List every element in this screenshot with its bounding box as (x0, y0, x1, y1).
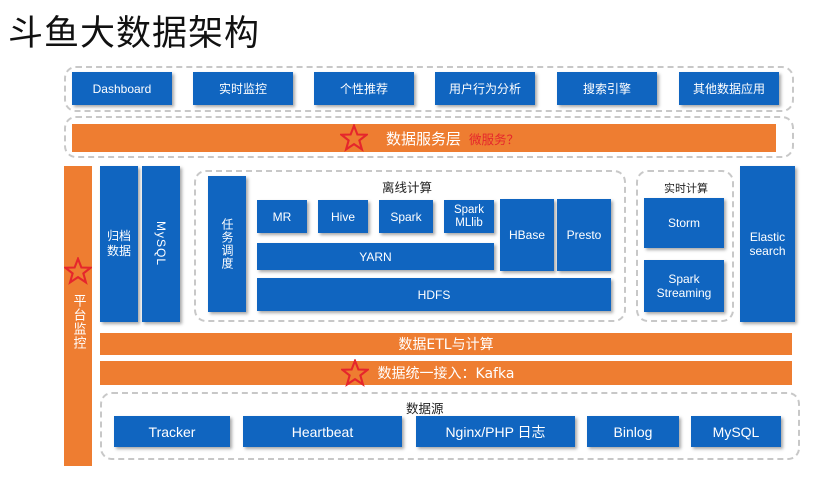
kafka-ingest-label: 数据统一接入：Kafka (377, 366, 515, 382)
source-mysql: MySQL (691, 416, 781, 447)
elastic-search-label: Elastic search (749, 230, 786, 258)
app-layer-frame (64, 66, 794, 112)
mysql-side-label: MySQL (154, 221, 168, 267)
app-search-engine: 搜索引擎 (557, 72, 657, 105)
realtime-compute-title: 实时计算 (664, 182, 708, 195)
spark-mllib-box: Spark MLlib (444, 200, 494, 233)
source-heartbeat: Heartbeat (243, 416, 402, 447)
source-binlog: Binlog (587, 416, 679, 447)
platform-monitor-bar: 平台监控 (64, 166, 92, 466)
service-layer-bar: 数据服务层 微服务？ (72, 124, 776, 152)
mysql-side-box: MySQL (142, 166, 180, 322)
app-personal-recommend: 个性推荐 (314, 72, 414, 105)
hdfs-box: HDFS (257, 278, 611, 311)
etl-bar: 数据ETL与计算 (100, 333, 792, 355)
star-icon (340, 124, 368, 152)
service-layer-label: 数据服务层 (386, 129, 462, 148)
source-nginx-php-log: Nginx/PHP 日志 (416, 416, 575, 447)
data-source-frame (100, 392, 800, 460)
task-scheduler-box: 任务调度 (208, 176, 246, 312)
app-realtime-monitor: 实时监控 (193, 72, 293, 105)
service-layer-frame (64, 116, 794, 158)
page-title: 斗鱼大数据架构 (8, 14, 261, 54)
hbase-box: HBase (500, 199, 554, 271)
source-tracker: Tracker (114, 416, 230, 447)
storm-box: Storm (644, 198, 724, 248)
mr-box: MR (257, 200, 307, 233)
spark-mllib-label: Spark MLlib (453, 203, 485, 229)
offline-compute-title: 离线计算 (382, 180, 433, 195)
presto-box: Presto (557, 199, 611, 271)
archive-data-box: 归档数据 (100, 166, 138, 322)
kafka-ingest-bar: 数据统一接入：Kafka (100, 361, 792, 385)
star-icon (64, 257, 92, 285)
service-layer-note: 微服务？ (469, 131, 520, 147)
spark-streaming-box: Spark Streaming (644, 260, 724, 312)
app-user-behavior: 用户行为分析 (435, 72, 535, 105)
data-source-title: 数据源 (406, 401, 444, 416)
spark-streaming-label: Spark Streaming (656, 272, 712, 300)
elastic-search-box: Elastic search (740, 166, 795, 322)
platform-monitor-label: 平台监控 (70, 294, 86, 350)
task-scheduler-label: 任务调度 (220, 218, 234, 270)
yarn-box: YARN (257, 243, 494, 270)
offline-compute-frame (194, 170, 626, 322)
spark-box: Spark (379, 200, 433, 233)
star-icon (341, 359, 369, 387)
app-other-data: 其他数据应用 (679, 72, 779, 105)
app-dashboard: Dashboard (72, 72, 172, 105)
hive-box: Hive (318, 200, 368, 233)
realtime-compute-frame (636, 170, 734, 322)
archive-data-label: 归档数据 (106, 229, 131, 258)
